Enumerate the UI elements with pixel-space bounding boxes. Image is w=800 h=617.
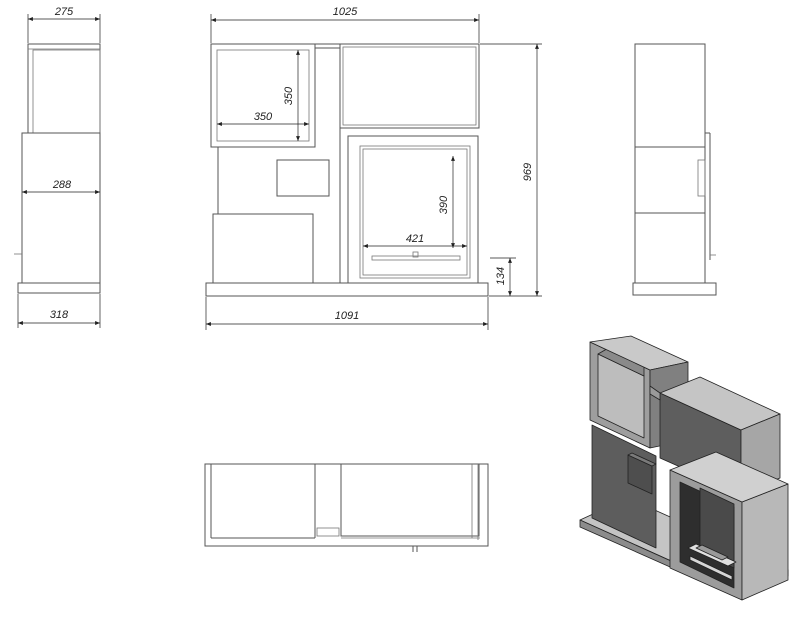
dim-front-top-width: 1025 (333, 6, 358, 18)
dim-open-box-height: 350 (283, 86, 295, 105)
dim-burner-width: 421 (406, 233, 424, 245)
dim-open-box-width: 350 (254, 111, 273, 123)
dim-total-height: 969 (522, 163, 534, 181)
dim-side-mid-width: 288 (52, 179, 72, 191)
dim-front-base-width: 1091 (335, 310, 359, 322)
dim-plinth-height: 134 (495, 267, 507, 285)
front-view: 1025 350 350 390 421 969 134 1091 (205, 6, 542, 330)
top-view (204, 463, 489, 552)
left-side-view: 275 288 318 (14, 6, 101, 328)
right-side-view (632, 43, 717, 296)
dim-burner-height: 390 (438, 195, 450, 214)
dim-side-base-width: 318 (50, 309, 69, 321)
dim-side-top-width: 275 (54, 6, 74, 18)
isometric-view (579, 335, 789, 601)
